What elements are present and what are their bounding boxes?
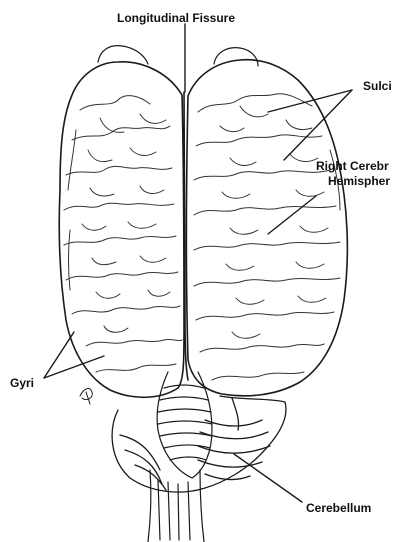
- label-right-cerebral-hemisphere-line1: Right Cerebr: [316, 160, 389, 173]
- pointer-right-cerebral: [268, 196, 316, 234]
- pointer-sulci-b: [284, 90, 352, 160]
- right-cerebral-hemisphere: [187, 48, 348, 396]
- artist-mark: [80, 389, 92, 404]
- label-right-cerebral-hemisphere-line2: Hemispher: [328, 175, 390, 188]
- label-gyri: Gyri: [10, 377, 34, 390]
- pointer-gyri-b: [44, 356, 104, 378]
- label-cerebellum: Cerebellum: [306, 502, 371, 515]
- label-sulci: Sulci: [363, 80, 392, 93]
- left-cerebral-hemisphere: [59, 46, 184, 398]
- pointer-gyri-a: [44, 332, 74, 378]
- brainstem: [148, 470, 204, 542]
- label-longitudinal-fissure: Longitudinal Fissure: [117, 12, 235, 25]
